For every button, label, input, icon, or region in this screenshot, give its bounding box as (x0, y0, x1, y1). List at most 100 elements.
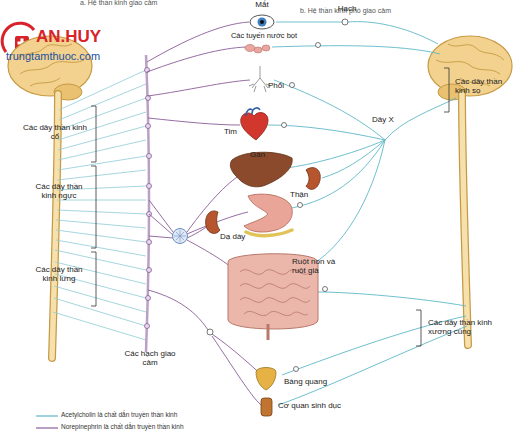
nerve-group-label: Các dây thần kinh xương cùng (428, 319, 514, 337)
kidney (206, 211, 220, 234)
sympathetic-chain (147, 268, 152, 273)
organ-label: Thận (290, 191, 320, 200)
bracket (91, 252, 96, 306)
ganglion (173, 229, 188, 244)
nerve-label: Dây X (372, 116, 412, 125)
salivary-gland (262, 45, 270, 51)
spinal-cord (462, 94, 468, 345)
sympathetic-nerve (147, 22, 262, 405)
spinal-cord (462, 94, 468, 345)
sympathetic-nerve (148, 290, 208, 330)
kidney (306, 168, 320, 190)
organ-label: Mắt (248, 1, 276, 10)
spinal-nerve (53, 70, 146, 340)
sympathetic-chain (146, 124, 151, 129)
stomach (246, 230, 292, 236)
spinal-nerve (53, 70, 146, 340)
sympathetic-nerve (212, 334, 262, 375)
lung (249, 66, 271, 92)
sympathetic-chain (147, 240, 152, 245)
parasympathetic-nerve (286, 140, 385, 168)
heading: b. Hệ thần kinh phó giao cảm (300, 7, 450, 15)
intestine (267, 324, 270, 340)
stomach (244, 194, 292, 232)
parasympathetic-nerve (278, 326, 467, 405)
eye (250, 15, 274, 29)
parasympathetic-nerve (306, 140, 385, 268)
ganglion (316, 43, 321, 48)
ganglion (290, 83, 295, 88)
sympathetic-chain (146, 296, 151, 301)
sympathetic-nerve (212, 336, 261, 405)
organ-label: Gan (250, 151, 276, 160)
sympathetic-chain (146, 96, 151, 101)
heart (246, 108, 260, 116)
parasympathetic-nerve (348, 22, 438, 44)
ganglion (342, 19, 348, 25)
legend-text: Norepinephrin là chất dẫn truyền thần ki… (61, 424, 184, 431)
legend-line (36, 416, 58, 428)
organ-label: Dạ dày (220, 233, 260, 242)
bladder (256, 368, 276, 391)
watermark: AN.HUY (36, 27, 126, 46)
bracket (91, 106, 96, 162)
ganglion (207, 329, 213, 335)
organ-label: Tim (224, 128, 244, 137)
organ-label: Bàng quang (284, 378, 344, 387)
parasympathetic-nerve (272, 46, 440, 54)
heading: a. Hệ thần kinh giao cảm (80, 0, 230, 7)
ganglion (282, 123, 287, 128)
genital-organ (261, 398, 272, 416)
parasympathetic-nerve (268, 22, 467, 405)
ganglion-label: Các hạch giao cảm (120, 350, 180, 368)
sympathetic-nerve (147, 47, 246, 72)
organ-label: Ruột non và ruột già (292, 258, 344, 276)
spinal-cord (52, 94, 468, 358)
parasympathetic-nerve (274, 80, 385, 140)
nerve-group-label: Các dây thần kinh ngực (28, 183, 90, 201)
eye (260, 20, 264, 24)
salivary-gland (245, 45, 270, 54)
ganglion (294, 367, 299, 372)
parasympathetic-nerve (385, 98, 456, 140)
sympathetic-nerve (148, 118, 240, 125)
nerve-group-label: Các dây thần kinh sọ (455, 78, 517, 96)
parasympathetic-nerve (322, 140, 385, 178)
nerve-group-label: Các dây thần kinh lưng (28, 266, 90, 284)
ganglion (174, 230, 186, 242)
sympathetic-nerve (149, 200, 173, 238)
ganglion-label: Hạch (330, 5, 364, 14)
stomach (244, 194, 292, 236)
kidney (206, 168, 321, 234)
nerve-group-label: Các dây thần kinh cổ (18, 124, 92, 142)
organ-label: Cơ quan sinh dục (278, 402, 358, 411)
sympathetic-chain (145, 55, 152, 352)
eye (250, 15, 274, 29)
legend-line (36, 427, 58, 428)
sympathetic-chain (147, 184, 152, 189)
heart (241, 108, 268, 140)
organ-label: Phổi (268, 82, 298, 91)
heart (241, 113, 268, 140)
bladder (256, 368, 276, 391)
bracket (444, 68, 449, 112)
genital-organ (261, 398, 272, 416)
bracket (91, 68, 449, 346)
parasympathetic-nerve (318, 292, 466, 306)
sympathetic-chain (145, 324, 150, 329)
sympathetic-nerve (148, 80, 250, 96)
intestine (240, 270, 310, 316)
ganglion (173, 229, 214, 336)
salivary-gland (254, 47, 262, 53)
sympathetic-chain (147, 154, 152, 159)
sympathetic-nerve (147, 22, 249, 62)
organ-label: Các tuyến nước bọt (222, 32, 306, 40)
legend-text: Acetylcholin là chất dẫn truyền thần kin… (61, 412, 177, 419)
bracket (91, 166, 96, 248)
ganglion (298, 203, 303, 208)
parasympathetic-nerve (276, 22, 342, 23)
legend-line (36, 415, 58, 416)
